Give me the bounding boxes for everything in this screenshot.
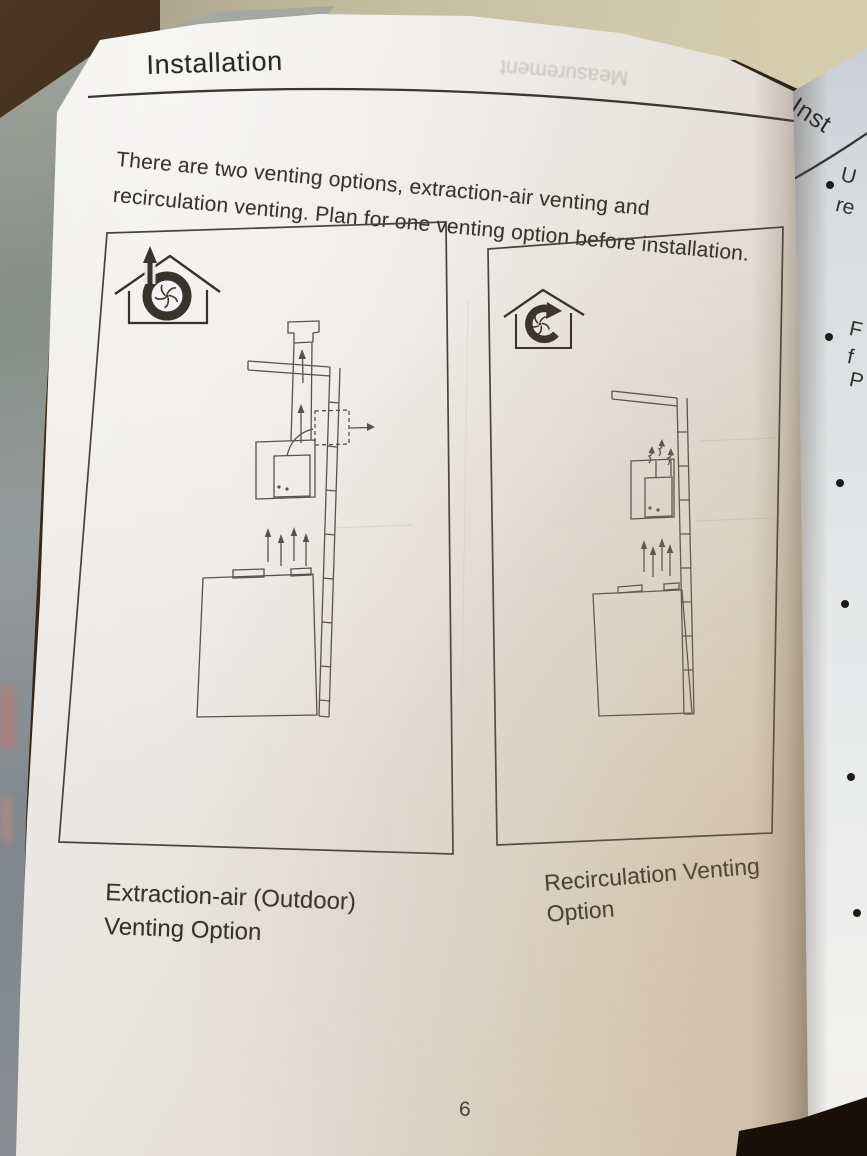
wall (318, 366, 341, 718)
ceiling (247, 360, 331, 377)
hood-body (196, 573, 318, 718)
extraction-venting-diagram (196, 320, 375, 718)
ceiling (611, 390, 678, 407)
vertical-duct (290, 342, 313, 442)
airflow-arrows (640, 538, 674, 577)
recirculation-venting-diagram (592, 390, 695, 717)
roof-cap (287, 320, 320, 344)
house-recirculation-fan-icon (503, 288, 585, 350)
airflow-arrows (264, 527, 310, 566)
bullet-icon (847, 773, 855, 781)
bullet-icon (853, 909, 861, 917)
page-number: 6 (459, 1098, 471, 1122)
hood-body (592, 589, 693, 717)
bullet-icon (841, 600, 849, 608)
optional-wall-duct (314, 409, 350, 446)
plastic-reflection (1, 798, 12, 842)
bullet-icon (836, 479, 844, 487)
left-diagram-frame (58, 221, 454, 855)
fan-blades-icon (154, 284, 179, 309)
title-underline (87, 87, 795, 123)
wall (676, 397, 695, 715)
blower-housing (255, 439, 316, 500)
showthrough-lines (332, 299, 776, 691)
elbow-curve (286, 428, 314, 457)
right-diagram-frame (487, 226, 784, 846)
bullet-icon (826, 181, 834, 189)
fan-blades-icon (528, 313, 550, 336)
recirculated-air-squiggles (647, 439, 674, 466)
bullet-icon (825, 333, 833, 341)
plastic-reflection (0, 686, 15, 748)
house-extraction-fan-icon (114, 246, 221, 325)
blower-housing (630, 458, 675, 520)
